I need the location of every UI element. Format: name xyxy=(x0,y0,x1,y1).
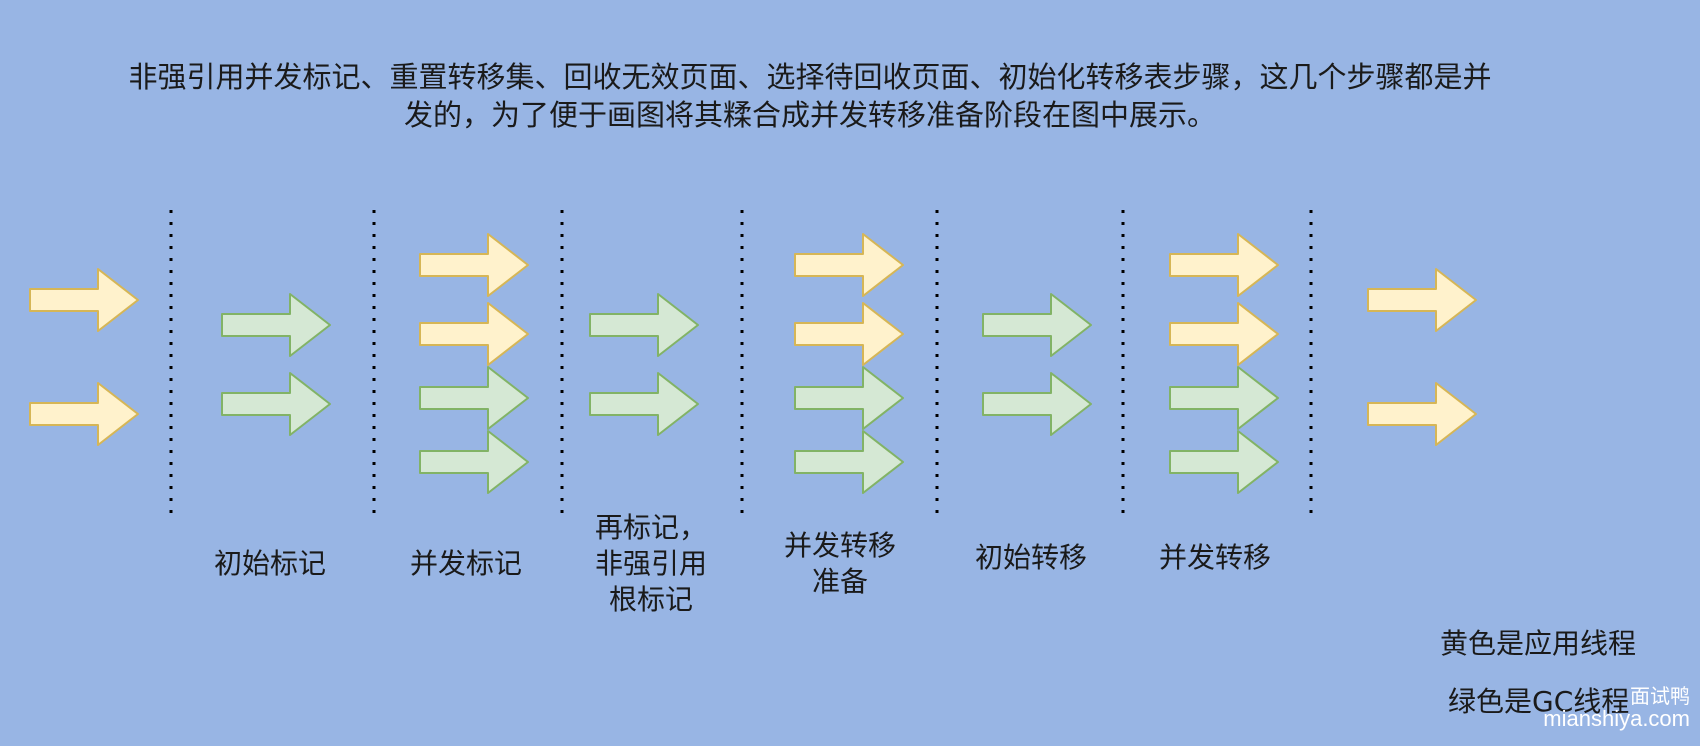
legend-app-thread: 黄色是应用线程 xyxy=(1440,627,1637,660)
phase-label-line: 并发标记 xyxy=(409,547,522,580)
gc-thread-arrow-concurrent-mark-1 xyxy=(419,366,529,430)
gc-thread-arrow-remark-2 xyxy=(589,372,699,436)
app-thread-arrow-concurrent-relocate-prepare-1 xyxy=(794,233,904,297)
app-thread-arrow-app-after-1 xyxy=(1367,268,1477,332)
description-line-1: 非强引用并发标记、重置转移集、回收无效页面、选择待回收页面、初始化转移表步骤，这… xyxy=(128,60,1492,94)
phase-label-concurrent-mark: 并发标记 xyxy=(366,546,566,582)
gc-thread-arrow-initial-relocate-2 xyxy=(982,372,1092,436)
app-thread-arrow-concurrent-relocate-2 xyxy=(1169,302,1279,366)
phase-label-initial-relocate: 初始转移 xyxy=(931,540,1131,576)
gc-thread-arrow-initial-mark-2 xyxy=(221,372,331,436)
app-thread-arrow-app-after-2 xyxy=(1367,382,1477,446)
gc-thread-arrow-concurrent-mark-2 xyxy=(419,430,529,494)
app-thread-arrow-concurrent-relocate-prepare-2 xyxy=(794,302,904,366)
legend-gc-thread: 绿色是GC线程 xyxy=(1448,685,1630,718)
description-line-2: 发的，为了便于画图将其糅合成并发转移准备阶段在图中展示。 xyxy=(403,98,1216,132)
app-thread-arrow-concurrent-mark-1 xyxy=(419,233,529,297)
phase-label-concurrent-relocate: 并发转移 xyxy=(1115,540,1315,576)
phase-label-line: 并发转移 xyxy=(783,529,896,562)
description-note: 非强引用并发标记、重置转移集、回收无效页面、选择待回收页面、初始化转移表步骤，这… xyxy=(40,58,1580,134)
app-thread-arrow-app-before-1 xyxy=(29,268,139,332)
watermark-url: mianshiya.com xyxy=(1543,706,1690,731)
gc-thread-arrow-initial-relocate-1 xyxy=(982,293,1092,357)
app-thread-arrow-app-before-2 xyxy=(29,382,139,446)
gc-thread-arrow-initial-mark-1 xyxy=(221,293,331,357)
gc-thread-arrow-concurrent-relocate-2 xyxy=(1169,430,1279,494)
phase-label-line: 根标记 xyxy=(608,583,693,616)
gc-thread-arrow-concurrent-relocate-prepare-1 xyxy=(794,366,904,430)
phase-label-line: 并发转移 xyxy=(1158,541,1271,574)
phase-label-line: 初始标记 xyxy=(213,547,326,580)
phase-label-remark: 再标记， 非强引用 根标记 xyxy=(551,510,751,618)
watermark-brand: 面试鸭 xyxy=(1630,686,1690,708)
app-thread-arrow-concurrent-mark-2 xyxy=(419,302,529,366)
gc-thread-arrow-concurrent-relocate-prepare-2 xyxy=(794,430,904,494)
phase-label-initial-mark: 初始标记 xyxy=(170,546,370,582)
phase-label-line: 准备 xyxy=(811,565,868,598)
gc-thread-arrow-concurrent-relocate-1 xyxy=(1169,366,1279,430)
phase-label-line: 非强引用 xyxy=(594,547,707,580)
phase-label-line: 初始转移 xyxy=(974,541,1087,574)
phase-label-concurrent-relocate-prepare: 并发转移 准备 xyxy=(740,528,940,600)
phase-label-line: 再标记， xyxy=(594,511,707,544)
app-thread-arrow-concurrent-relocate-1 xyxy=(1169,233,1279,297)
gc-thread-arrow-remark-1 xyxy=(589,293,699,357)
